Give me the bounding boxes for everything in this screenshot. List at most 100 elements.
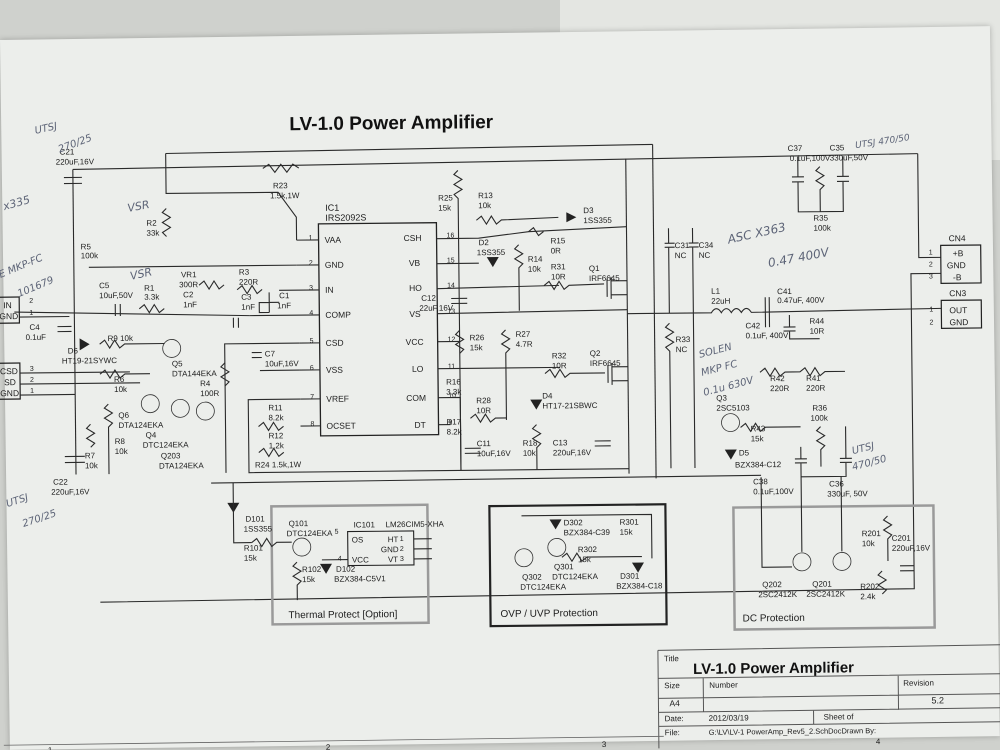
q6-symbol (140, 394, 160, 414)
c38-c36-symbols (794, 426, 852, 478)
c201-ref: C201 (892, 534, 912, 543)
c21-value: 220uF,16V (56, 157, 95, 166)
r101-symbol (251, 537, 292, 548)
date-value: 2012/03/19 (709, 713, 750, 722)
r35-value: 100k (813, 224, 831, 233)
grid-number: 1 (48, 746, 53, 750)
d2-symbol (486, 257, 499, 268)
r36-symbol (815, 426, 826, 467)
ic1-left-pins: VAA 1 GND 2 IN 3 COMP 4 CSD 5 VSS 6 VREF… (249, 235, 356, 431)
r2-symbol (161, 208, 172, 237)
wire-top-rail (72, 153, 918, 171)
r17-value: 8.2k (447, 427, 463, 436)
q1-ref: Q1 (589, 264, 600, 273)
q5-value: DTA144EKA (172, 369, 218, 378)
wire-plus-b (917, 153, 941, 259)
handwritten-note: 470/50 (851, 454, 888, 474)
cn4-label: +B (953, 248, 964, 258)
ic1-pin-num: 15 (447, 257, 455, 264)
r6-value: 10k (114, 385, 128, 394)
q202-ref: Q202 (762, 580, 782, 589)
r9-ref: R9 (108, 334, 119, 343)
r24-value: 1.5k,1W (272, 460, 302, 469)
handwritten-note: SOLEN (698, 342, 734, 361)
d302-ref: D302 (564, 518, 584, 527)
r202-symbol (877, 570, 888, 595)
c5-symbol (114, 303, 121, 317)
cn4-pin: 3 (929, 273, 933, 280)
revision-value: 5.2 (931, 695, 944, 705)
r33-ref: R33 (676, 335, 691, 344)
cn4-pin: 1 (929, 249, 933, 256)
cn1-label: GND (0, 311, 18, 321)
ic101-pin: OS (352, 535, 364, 544)
q3-symbol (721, 413, 740, 432)
cn2-pin: 3 (30, 366, 34, 373)
wire-csd (224, 342, 300, 473)
ic1-pin-name: GND (325, 260, 344, 270)
c3-ref: C3 (241, 293, 252, 302)
r6-symbol (99, 368, 150, 380)
l1-ref: L1 (711, 287, 721, 296)
l1-value: 22uH (711, 297, 730, 306)
handwritten-note: UTSJ (851, 441, 876, 457)
c7-symbol (251, 351, 262, 359)
size-label: Size (664, 681, 680, 690)
c42-ref: C42 (745, 321, 760, 330)
r14-value: 10k (528, 265, 542, 274)
wire-in (14, 311, 250, 317)
handwritten-note: 270/25 (21, 508, 58, 530)
q4-ref: Q4 (146, 431, 157, 440)
r8-ref: R8 (115, 437, 126, 446)
q301-symbol (547, 538, 567, 557)
c3-value: 1nF (241, 303, 255, 312)
r28-symbol (470, 413, 507, 424)
r301-ref: R301 (620, 518, 640, 527)
d5-value: BZX384-C12 (735, 460, 782, 469)
c5-ref: C5 (99, 281, 110, 290)
ic1-pin-num: 8 (310, 421, 314, 428)
q302-value: DTC124EKA (520, 582, 567, 591)
d301-symbol (631, 562, 644, 573)
r3-ref: R3 (239, 268, 250, 277)
r26-ref: R26 (470, 333, 485, 342)
cn2-label: CSD (0, 366, 18, 376)
c22-ref: C22 (53, 478, 68, 487)
cn2-connector: CSD SD GND 3 2 1 (0, 362, 141, 400)
cn4-connector: CN4 1 2 3 +B GND -B (929, 233, 982, 284)
c11-ref: C11 (477, 439, 492, 448)
grid-number: 2 (326, 743, 331, 750)
d2-ref: D2 (479, 238, 490, 247)
ic1-pin-num: 2 (309, 260, 313, 267)
r42-ref: R42 (770, 374, 785, 383)
vr1-value: 300R (179, 280, 198, 289)
c4-value: 0.1uF (26, 333, 47, 342)
ic1-pin-num: 1 (309, 235, 313, 242)
r202-value: 2.4k (860, 592, 876, 601)
c37-ref: C37 (788, 144, 803, 153)
r28-ref: R28 (476, 396, 491, 405)
q202-symbol (792, 552, 812, 572)
r43-value: 15k (751, 434, 765, 443)
cn4-pin: 2 (929, 261, 933, 268)
ic1-pin-name: VREF (326, 394, 349, 404)
ic1-left-leads (249, 239, 321, 427)
vr1-symbol (198, 279, 225, 291)
handwritten-note: x335 (1, 193, 32, 213)
d4-led-symbol (530, 399, 543, 410)
ic101-leads (321, 538, 432, 561)
d302-symbol (549, 519, 562, 530)
r12-ref: R12 (269, 431, 284, 440)
handwritten-note: UTSJ (34, 121, 59, 137)
ic1-pin-name: VSS (326, 365, 343, 375)
r23-value: 1.5k,1W (270, 191, 300, 200)
q4-symbol (170, 398, 190, 418)
cn3-ref: CN3 (949, 288, 966, 298)
c12-ref: C12 (421, 294, 436, 303)
r42-value: 220R (770, 384, 789, 393)
ic1-pin-name: VB (409, 258, 421, 268)
c5-value: 10uF,50V (99, 291, 134, 300)
wire-minus-b (100, 272, 941, 603)
c13-value: 220uF,16V (553, 448, 592, 457)
wire-ic1-ground (420, 468, 629, 472)
